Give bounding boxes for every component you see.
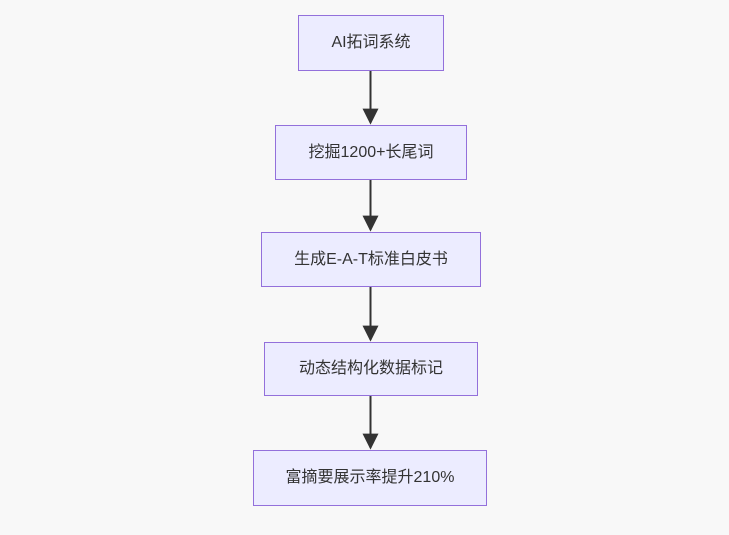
flow-node-label: 动态结构化数据标记 xyxy=(298,360,443,378)
flow-node-label: 挖掘1200+长尾词 xyxy=(308,143,434,161)
flow-node-structured-data-markup: 动态结构化数据标记 xyxy=(264,342,478,396)
flow-node-eat-whitepaper: 生成E-A-T标准白皮书 xyxy=(261,232,481,287)
flow-node-label: 生成E-A-T标准白皮书 xyxy=(294,250,448,268)
flow-node-ai-keyword-system: AI拓词系统 xyxy=(298,15,444,71)
flow-node-label: 富摘要展示率提升210% xyxy=(285,469,455,487)
flow-node-longtail-mining: 挖掘1200+长尾词 xyxy=(275,125,467,180)
flow-node-rich-snippet-result: 富摘要展示率提升210% xyxy=(253,450,487,506)
flow-node-label: AI拓词系统 xyxy=(331,34,411,52)
